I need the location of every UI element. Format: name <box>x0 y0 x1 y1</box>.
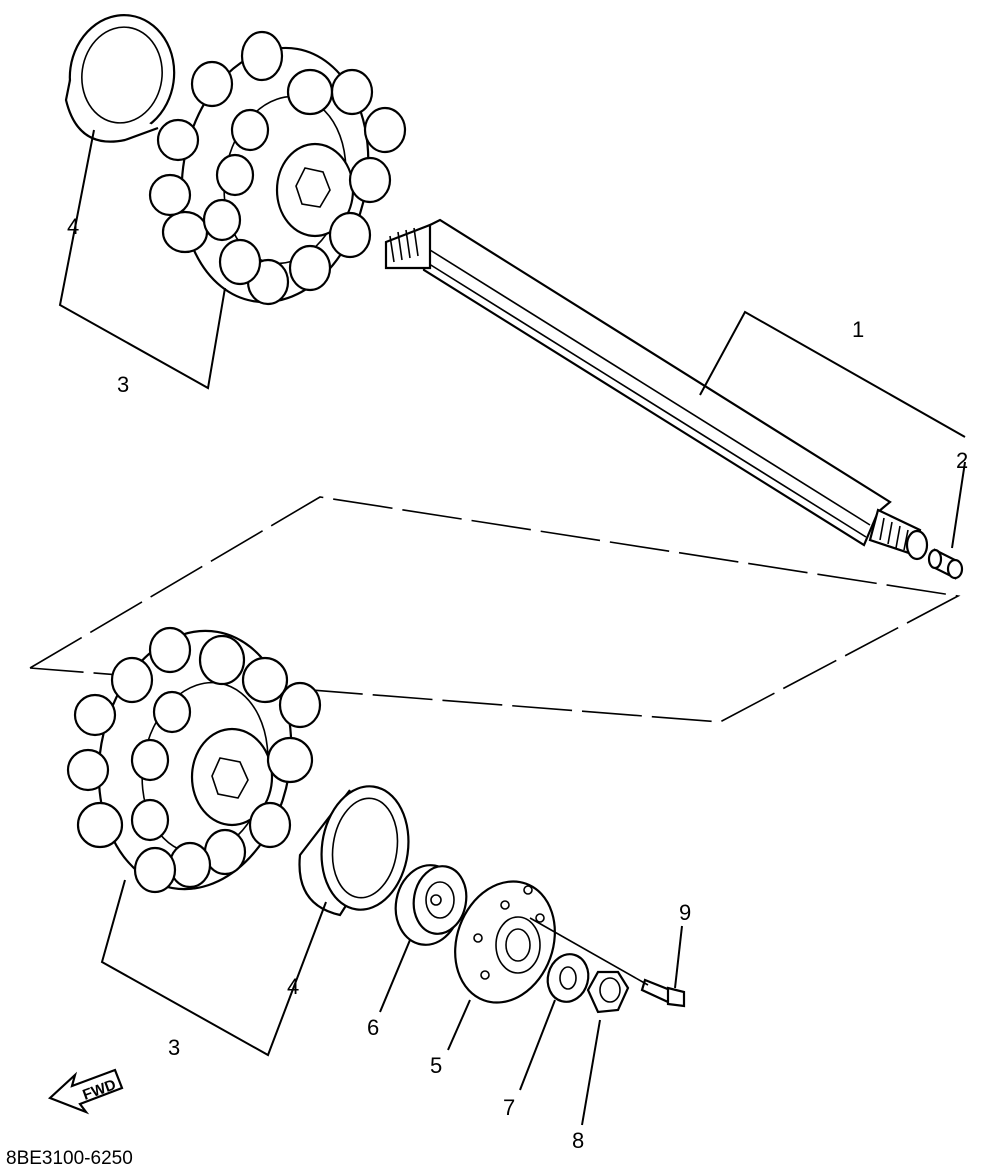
callout-4-bottom: 4 <box>287 974 299 999</box>
drawing-code: 8BE3100-6250 <box>6 1148 133 1169</box>
callout-4-top: 4 <box>67 214 79 239</box>
bolt-9 <box>640 978 686 1008</box>
drive-shaft <box>384 218 929 561</box>
callout-1: 1 <box>852 317 864 342</box>
leaders-lower <box>100 879 683 1126</box>
nut-8 <box>586 970 630 1014</box>
flange-plate-5 <box>454 880 556 1004</box>
callout-3-bottom: 3 <box>168 1035 180 1060</box>
callout-8: 8 <box>572 1128 584 1153</box>
plug-2 <box>927 548 964 580</box>
callout-3-top: 3 <box>117 372 129 397</box>
sleeve-top <box>64 14 176 143</box>
fwd-arrow-icon: FWD <box>47 1068 124 1115</box>
callout-6: 6 <box>367 1015 379 1040</box>
bearing-6 <box>394 864 468 946</box>
callout-9: 9 <box>679 900 691 925</box>
callout-2: 2 <box>956 448 968 473</box>
washer-7 <box>546 953 590 1003</box>
callout-7: 7 <box>503 1095 515 1120</box>
sprocket-top <box>148 30 407 306</box>
sleeve-bottom <box>298 785 410 917</box>
leaders-upper <box>29 129 966 723</box>
sprocket-bottom <box>66 626 322 894</box>
callout-5: 5 <box>430 1053 442 1078</box>
